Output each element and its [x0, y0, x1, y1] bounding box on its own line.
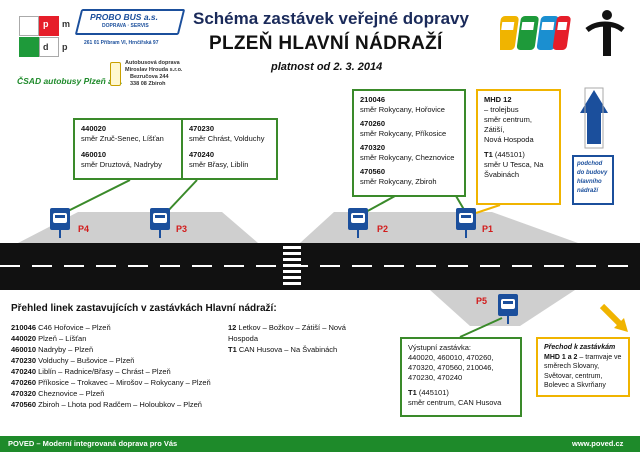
line-list-regional: 210046 C46 Hořovice – Plzeň 440020 Plzeň…: [11, 322, 226, 410]
bus-stop-sign-p2: [348, 208, 368, 238]
callout-p3: 470230 směr Chrást, Volduchy 470240 směr…: [181, 118, 278, 180]
list-item: 210046 C46 Hořovice – Plzeň: [11, 323, 111, 332]
list-item: 470260 Příkosice – Trokavec – Mirošov – …: [11, 378, 211, 387]
list-item: 12 Letkov – Božkov – Zátiší – Nová: [228, 323, 346, 332]
footer-bar: POVED – Moderní integrovaná doprava pro …: [0, 436, 640, 452]
stop-label-p4: P4: [78, 224, 90, 234]
callout-p1: MHD 12 – trolejbus směr centrum, Zátiší,…: [476, 89, 561, 205]
list-item: T1 CAN Husova – Na Švabinách: [228, 345, 338, 354]
list-item: 440020 Plzeň – Líšťan: [11, 334, 87, 343]
footer-slogan: POVED – Moderní integrovaná doprava pro …: [8, 439, 178, 448]
bus-stop-sign-p5: [498, 294, 518, 324]
stop-label-p2: P2: [377, 224, 389, 234]
validity-date: platnost od 2. 3. 2014: [271, 61, 383, 73]
callout-p4: 440020 směr Zruč-Senec, Líšťan 460010 sm…: [73, 118, 201, 180]
probo-bus-logo: PROBO BUS a.s. DOPRAVA · SERVIS 261 01 P…: [74, 9, 186, 49]
callout-p2: 210046 směr Rokycany, Hořovice 470260 sm…: [352, 89, 466, 197]
list-item: 470240 Liblín – Radnice/Břasy – Chrást –…: [11, 367, 171, 376]
footer-website-link[interactable]: www.poved.cz: [572, 439, 624, 448]
callout-p5: Výstupní zastávka: 440020, 460010, 47026…: [400, 337, 522, 417]
information-logo: [583, 8, 627, 58]
station-name: PLZEŇ HLAVNÍ NÁDRAŽÍ: [209, 33, 443, 54]
hrouda-logo: Autobusová doprava Miroslav Hrouda s.r.o…: [110, 60, 190, 90]
callout-transfer: Přechod k zastávkám MHD 1 a 2 – tramvaje…: [536, 337, 630, 397]
csad-logo: ČSAD autobusy Plzeň a.s.: [17, 76, 123, 86]
bus-stop-sign-p1: [456, 208, 476, 238]
page-title: Schéma zastávek veřejné dopravy: [193, 9, 469, 28]
list-item: 470320 Cheznovice – Plzeň: [11, 389, 105, 398]
bus-stop-sign-p3: [150, 208, 170, 238]
line-list-city: 12 Letkov – Božkov – Zátiší – Nová Hospo…: [228, 322, 368, 355]
list-item: 470230 Volduchy – Bušovice – Plzeň: [11, 356, 135, 365]
stop-label-p1: P1: [482, 224, 494, 234]
stop-label-p5: P5: [476, 296, 488, 306]
list-item: 470560 Zbiroh – Lhota pod Radčem – Holou…: [11, 400, 202, 409]
stop-label-p3: P3: [176, 224, 188, 234]
line-list-heading: Přehled linek zastavujících v zastávkách…: [11, 303, 277, 314]
list-item: Hospoda: [228, 334, 259, 343]
callout-underpass: podchod do budovy hlavního nádraží: [572, 155, 614, 205]
bus-stop-sign-p4: [50, 208, 70, 238]
list-item: 460010 Nadryby – Plzeň: [11, 345, 94, 354]
poved-vehicles-logo: [496, 10, 575, 55]
pmdp-logo: p m d p: [19, 16, 70, 58]
